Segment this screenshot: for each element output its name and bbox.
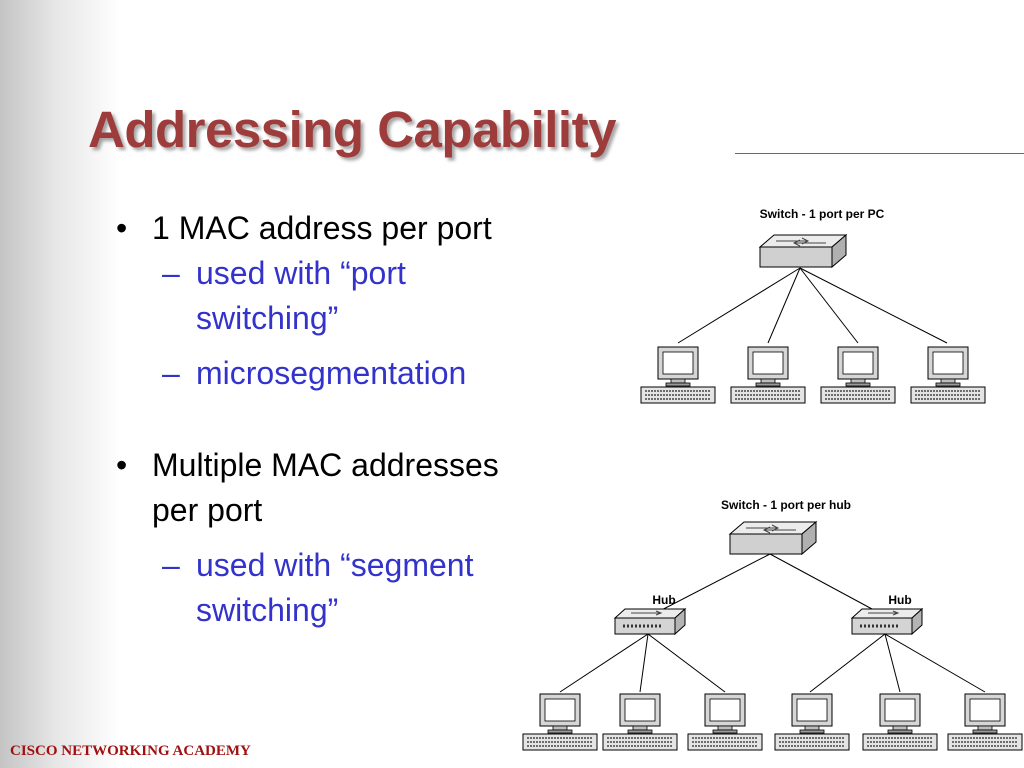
hub-icon bbox=[613, 607, 687, 636]
sub-bullet-item: – used with “port bbox=[110, 251, 600, 296]
slide-title: Addressing Capability bbox=[88, 101, 616, 158]
sub-bullet-continuation: switching” bbox=[110, 588, 600, 633]
sub-bullet-dash: – bbox=[162, 547, 180, 583]
bullet-dot: • bbox=[116, 447, 128, 483]
sub-bullet-continuation: switching” bbox=[110, 296, 600, 341]
sub-bullet-text: used with “port bbox=[196, 255, 406, 291]
pc-icon bbox=[730, 346, 806, 404]
diagram1-label: Switch - 1 port per PC bbox=[760, 207, 885, 221]
footer-brand: CISCO NETWORKING ACADEMY bbox=[10, 743, 251, 759]
sub-bullet-item: – used with “segment bbox=[110, 543, 600, 588]
diagram2-links bbox=[559, 553, 986, 693]
diagram2-label: Switch - 1 port per hub bbox=[721, 498, 851, 512]
bullet-text: 1 MAC address per port bbox=[152, 210, 492, 246]
bullet-continuation: per port bbox=[110, 488, 600, 533]
bullet-text: Multiple MAC addresses bbox=[152, 447, 499, 483]
sub-bullet-dash: – bbox=[162, 355, 180, 391]
sub-bullet-text: switching” bbox=[196, 592, 339, 628]
sub-bullet-dash: – bbox=[162, 255, 180, 291]
bullet-item: • Multiple MAC addresses bbox=[110, 443, 600, 488]
title-rule bbox=[735, 153, 1024, 154]
hub-label: Hub bbox=[888, 593, 911, 607]
bullet-list: • 1 MAC address per port – used with “po… bbox=[110, 206, 600, 633]
pc-icon bbox=[774, 693, 850, 751]
pc-icon bbox=[862, 693, 938, 751]
pc-icon bbox=[640, 346, 716, 404]
bullet-item: • 1 MAC address per port bbox=[110, 206, 600, 251]
hub-label: Hub bbox=[652, 593, 675, 607]
sub-bullet-text: microsegmentation bbox=[196, 355, 467, 391]
sub-bullet-text: switching” bbox=[196, 300, 339, 336]
pc-icon bbox=[820, 346, 896, 404]
diagram1-links bbox=[677, 267, 948, 344]
pc-icon bbox=[602, 693, 678, 751]
bullet-text: per port bbox=[152, 492, 263, 528]
switch-icon bbox=[729, 521, 817, 555]
switch-icon bbox=[759, 234, 847, 268]
hub-icon bbox=[850, 607, 924, 636]
sub-bullet-item: – microsegmentation bbox=[110, 351, 600, 396]
bullet-dot: • bbox=[116, 210, 128, 246]
pc-icon bbox=[947, 693, 1023, 751]
sub-bullet-text: used with “segment bbox=[196, 547, 474, 583]
pc-icon bbox=[522, 693, 598, 751]
pc-icon bbox=[687, 693, 763, 751]
pc-icon bbox=[910, 346, 986, 404]
